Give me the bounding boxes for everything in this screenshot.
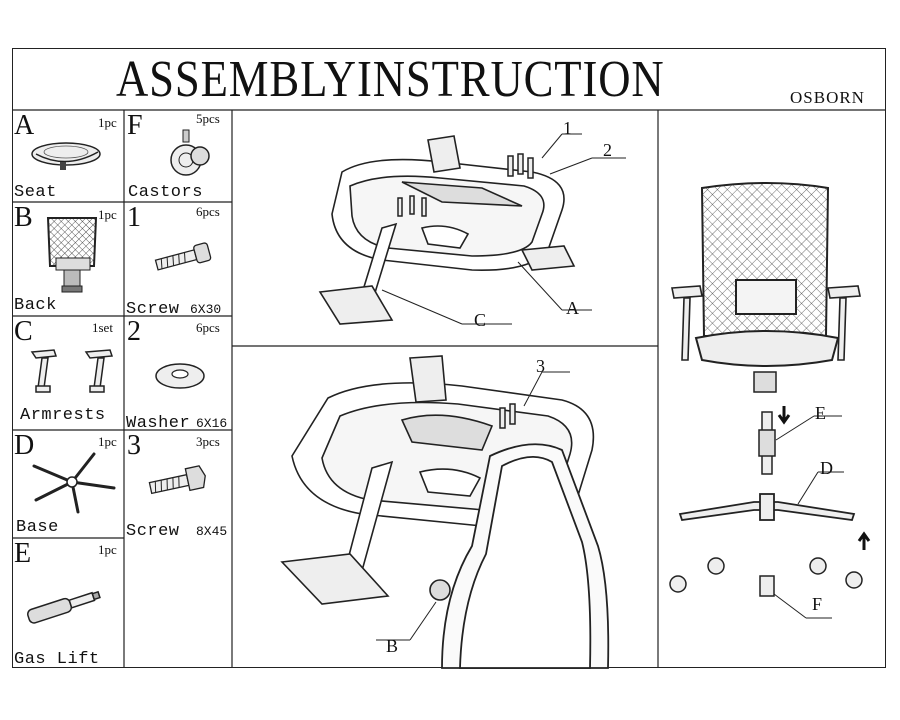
seat-icon [31,142,101,170]
part-qty: 1set [92,320,113,335]
callout-label: F [812,594,823,614]
part-letter: D [14,430,35,461]
part-letter: C [14,316,33,347]
part-spec: 6X16 [196,416,228,431]
washer-icon [155,363,205,389]
part-letter: 3 [127,430,141,461]
chair-back-icon [46,217,98,293]
part-qty: 1pc [98,542,117,557]
part-spec: 8X45 [196,524,228,539]
base-icon [32,452,116,514]
callout-label: A [566,298,579,318]
part-name: Gas Lift [14,650,100,669]
part-letter: F [127,110,143,141]
step2-seat-back-diagram [280,355,610,669]
callout-label: 2 [603,140,612,160]
part-qty: 6pcs [196,204,220,219]
step3-chair-assembly-diagram [669,182,871,619]
part-name: Screw [126,300,180,319]
part-letter: 2 [127,316,141,347]
callout-label: B [386,636,399,656]
part-spec: 6X30 [190,302,222,317]
part-qty: 1pc [98,207,117,222]
screw-icon [148,465,206,495]
callout-label: E [815,403,826,423]
part-qty: 1pc [98,434,117,449]
part-name: Screw [126,522,180,541]
part-name: Castors [128,183,203,202]
page-title: ASSEMBLYINSTRUCTION [116,51,665,108]
part-name: Base [16,518,59,537]
callout-label: C [474,310,487,330]
part-name: Seat [14,183,57,202]
part-name: Washer [126,414,191,433]
brand-name: OSBORN [790,88,865,107]
part-letter: B [14,202,33,233]
screw-icon [154,242,212,271]
part-letter: A [14,110,35,141]
gas-lift-icon [27,590,101,624]
step1-seat-armrest-diagram [318,133,626,325]
armrests-icon [30,349,114,393]
part-qty: 1pc [98,115,117,130]
part-name: Armrests [20,406,106,425]
part-qty: 6pcs [196,320,220,335]
castor-icon [170,129,210,176]
part-letter: 1 [127,202,141,233]
callout-label: 1 [563,118,572,138]
part-qty: 3pcs [196,434,220,449]
callout-label: 3 [536,356,545,376]
part-name: Back [14,296,57,315]
callout-label: D [820,458,833,478]
part-qty: 5pcs [196,111,220,126]
part-letter: E [14,538,32,569]
